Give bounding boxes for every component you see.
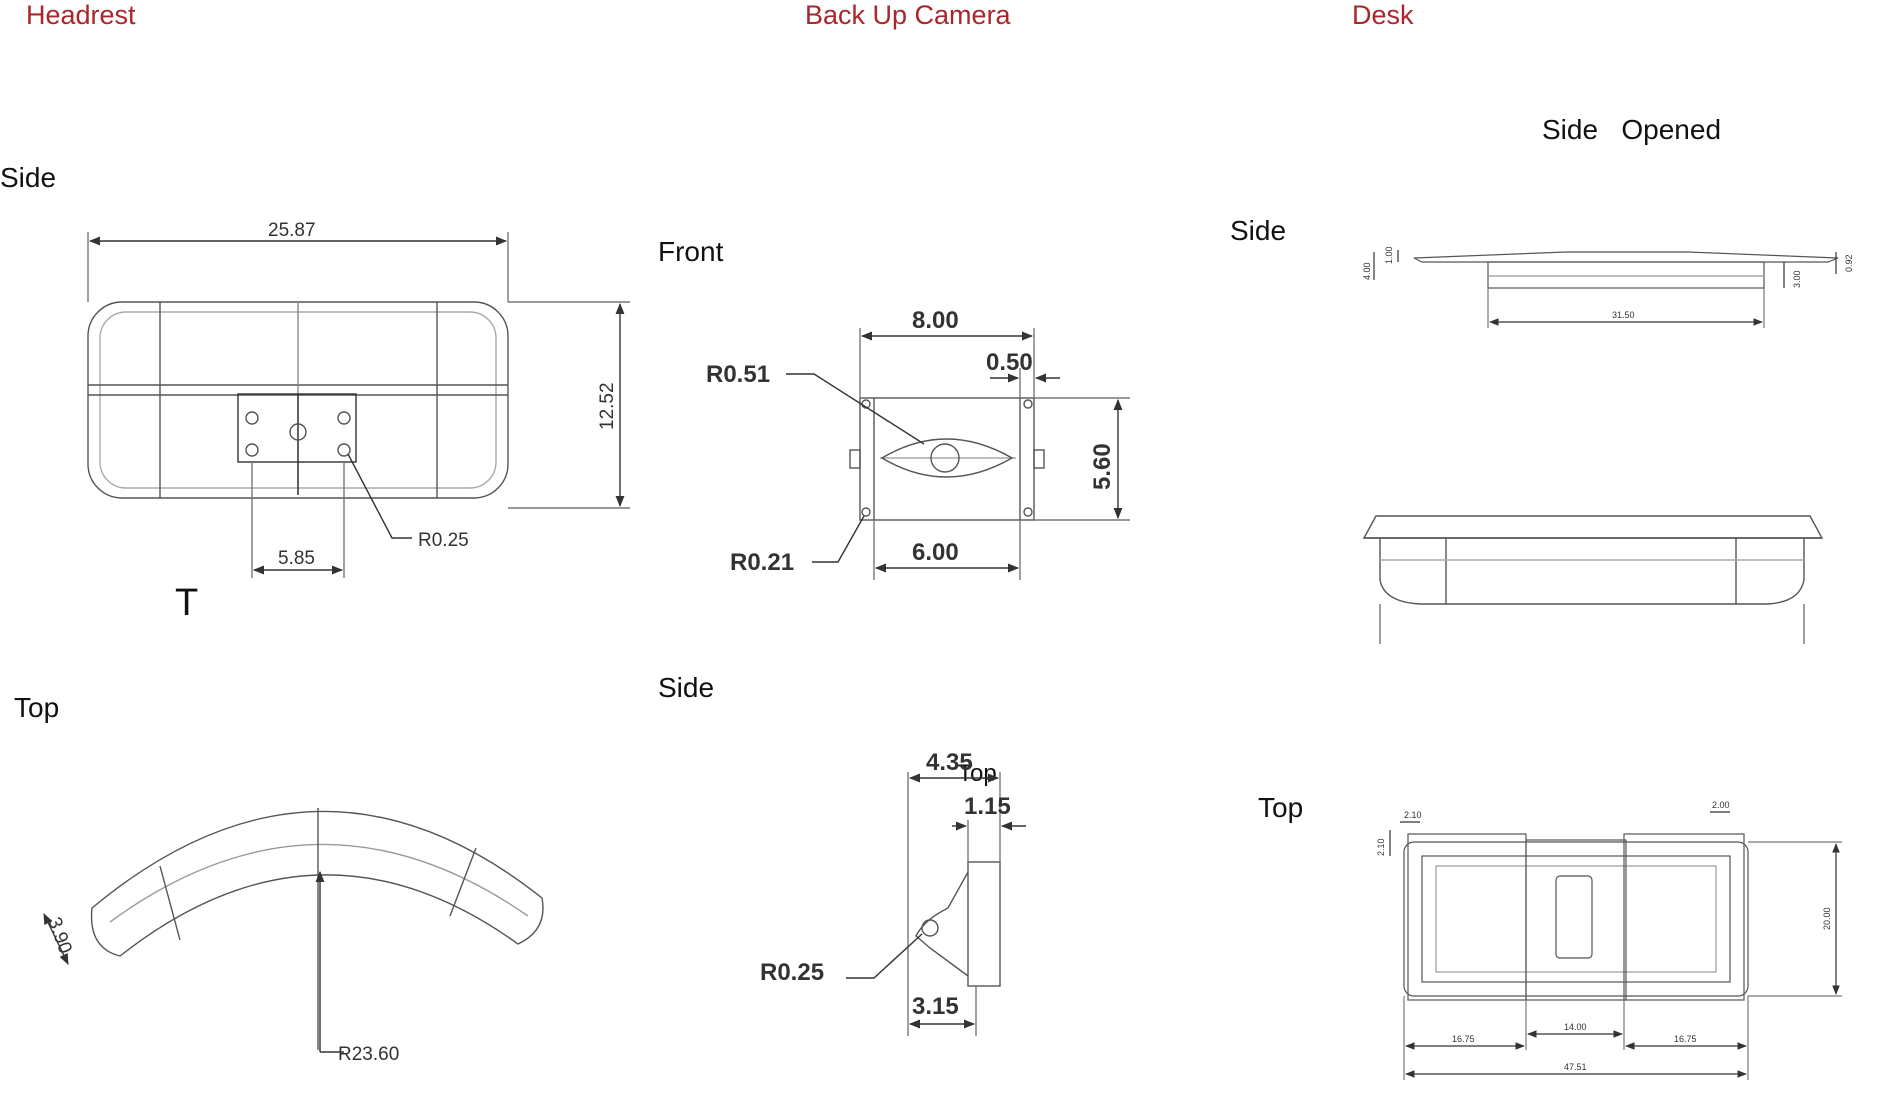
camera-side-width-dim: 4.35 [926, 749, 973, 776]
desk-top-label: Top [1258, 792, 1304, 823]
camera-front-offset-dim: 0.50 [986, 349, 1033, 376]
camera-side-radius-dim: R0.25 [760, 959, 824, 986]
camera-front-base-dim: 6.00 [912, 539, 959, 566]
desk-side-label: Side [1230, 215, 1287, 246]
desk-top-total-dim: 47.51 [1564, 1062, 1587, 1072]
desk-side-view [1373, 250, 1839, 328]
desk-top-c3-dim: 2.00 [1712, 800, 1730, 810]
headrest-height-dim: 12.52 [597, 382, 618, 430]
headrest-side-label: Side [0, 162, 57, 193]
headrest-width-dim: 25.87 [268, 220, 316, 241]
desk-side-h1-dim: 4.00 [1362, 262, 1372, 280]
headrest-t-label: T [175, 582, 199, 624]
desk-side-h4-dim: 0.92 [1844, 254, 1854, 272]
headrest-top-view [43, 808, 544, 1053]
desk-top-right-dim: 16.75 [1674, 1034, 1697, 1044]
camera-front-radius-top-dim: R0.51 [706, 361, 770, 388]
desk-side-opened-view [1362, 515, 1824, 644]
camera-side-depth-dim: 1.15 [964, 793, 1011, 820]
camera-front-view [786, 328, 1130, 580]
camera-side-view [846, 772, 1026, 1036]
desk-side-h2-dim: 1.00 [1384, 246, 1394, 264]
desk-side-length-dim: 31.50 [1612, 310, 1635, 320]
headrest-radius-dim: R0.25 [418, 530, 469, 551]
camera-side-label: Side [658, 672, 715, 703]
camera-front-height-dim: 5.60 [1089, 443, 1116, 490]
headrest-section-title: Headrest [26, 0, 136, 30]
desk-top-left-dim: 16.75 [1452, 1034, 1475, 1044]
camera-front-width-dim: 8.00 [912, 307, 959, 334]
camera-front-radius-bottom-dim: R0.21 [730, 549, 794, 576]
headrest-side-view [87, 232, 630, 578]
desk-side-opened-label: Side Opened [1542, 114, 1722, 145]
headrest-arc-radius-dim: R23.60 [338, 1044, 399, 1065]
desk-side-h3-dim: 3.00 [1792, 270, 1802, 288]
desk-top-height-dim: 20.00 [1822, 907, 1832, 930]
desk-top-center-dim: 14.00 [1564, 1022, 1587, 1032]
headrest-plate-width-dim: 5.85 [278, 548, 315, 569]
camera-side-base-dim: 3.15 [912, 993, 959, 1020]
camera-section-title: Back Up Camera [805, 0, 1011, 30]
camera-top-label: Top [958, 760, 997, 787]
desk-top-c1-dim: 2.10 [1404, 810, 1422, 820]
headrest-thickness-dim: 3.90 [43, 915, 75, 957]
headrest-top-label: Top [14, 692, 60, 723]
desk-top-c2-dim: 2.10 [1376, 838, 1386, 856]
desk-top-view [1389, 811, 1842, 1080]
camera-front-label: Front [658, 236, 724, 267]
desk-section-title: Desk [1352, 0, 1414, 30]
